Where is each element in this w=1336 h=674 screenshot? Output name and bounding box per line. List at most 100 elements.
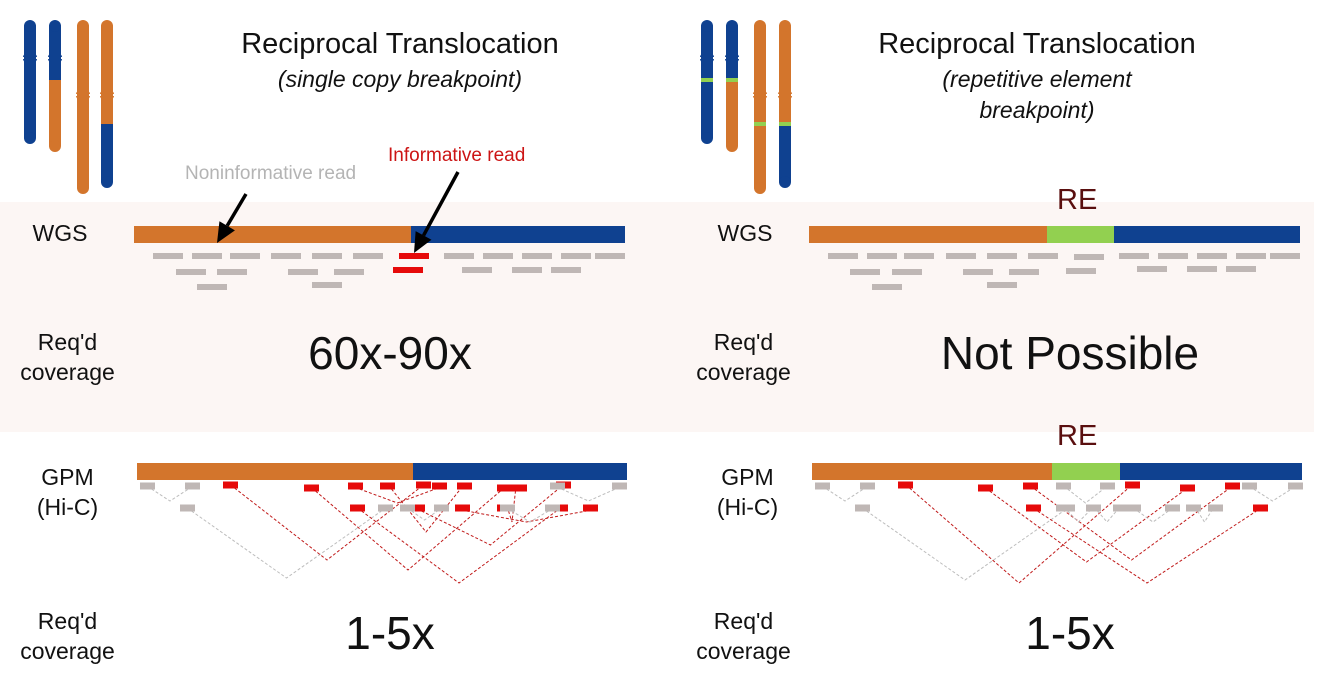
centromere bbox=[23, 54, 37, 62]
hic-read bbox=[1165, 504, 1180, 512]
read bbox=[872, 284, 902, 290]
panel-right-gpm-label: GPM (Hi-C) bbox=[690, 462, 805, 522]
genome-bar-segment bbox=[812, 463, 1052, 480]
read bbox=[561, 253, 591, 259]
chromosome-segment bbox=[726, 80, 738, 146]
centromere-notch bbox=[47, 57, 49, 59]
informative-contact-link bbox=[315, 490, 501, 571]
gpm-label-line-2: (Hi-C) bbox=[36, 494, 99, 520]
read bbox=[462, 267, 492, 273]
genome-bar-segment bbox=[411, 226, 625, 243]
chromosome-telomere bbox=[701, 20, 713, 32]
panel-left-title: Reciprocal Translocation bbox=[241, 28, 559, 60]
chromosome-segment bbox=[77, 26, 89, 188]
read bbox=[312, 282, 342, 288]
chromosome-telomere bbox=[77, 182, 89, 194]
contact-link bbox=[561, 488, 616, 502]
informative-hic-read bbox=[350, 504, 365, 512]
contact-link bbox=[1253, 488, 1292, 502]
informative-hic-read bbox=[432, 482, 447, 490]
subtitle-line-1: (repetitive element bbox=[942, 66, 1132, 92]
read bbox=[1066, 268, 1096, 274]
chromosome bbox=[699, 20, 715, 144]
informative-hic-read bbox=[497, 484, 512, 492]
read bbox=[551, 267, 581, 273]
hic-read bbox=[185, 482, 200, 490]
hic-read bbox=[815, 482, 830, 490]
centromere-notch bbox=[89, 94, 91, 96]
informative-contact-link bbox=[508, 490, 516, 523]
read bbox=[512, 267, 542, 273]
chromosome-segment bbox=[24, 26, 36, 138]
read bbox=[1197, 253, 1227, 259]
gpm-label-line-1: GPM bbox=[721, 464, 774, 490]
centromere bbox=[778, 91, 792, 99]
centromere-notch bbox=[752, 94, 754, 96]
noninformative-read-label: Noninformative read bbox=[185, 163, 357, 184]
genome-bar-segment bbox=[1120, 463, 1302, 480]
informative-contact-link bbox=[1034, 488, 1229, 561]
informative-contact-link bbox=[361, 510, 557, 584]
panel-right-subtitle: (repetitive element breakpoint) bbox=[827, 64, 1247, 126]
read bbox=[850, 269, 880, 275]
gpm-genome-bar-left bbox=[137, 463, 627, 480]
chromosome-telomere bbox=[49, 140, 61, 152]
informative-hic-read bbox=[416, 481, 431, 489]
chromosome-telomere bbox=[77, 20, 89, 32]
annotation-arrows bbox=[217, 171, 460, 253]
re-band bbox=[754, 122, 766, 126]
hic-read bbox=[545, 504, 560, 512]
re-band bbox=[779, 122, 791, 126]
read bbox=[1119, 253, 1149, 259]
gpm-genome-bar-right bbox=[812, 463, 1302, 480]
coverage-label-line-2: coverage bbox=[20, 359, 115, 385]
centromere-notch bbox=[738, 57, 740, 59]
contact-link bbox=[1197, 510, 1212, 523]
wgs-genome-bar-right bbox=[809, 226, 1300, 243]
informative-contact-link bbox=[421, 487, 560, 546]
hic-read bbox=[434, 504, 449, 512]
read bbox=[595, 253, 625, 259]
gpm-label-line-2: (Hi-C) bbox=[716, 494, 779, 520]
informative-contact-link bbox=[1037, 510, 1257, 584]
panel-left-wgs-label: WGS bbox=[32, 220, 88, 246]
hic-links bbox=[151, 487, 1292, 584]
subtitle-line-2: breakpoint) bbox=[979, 97, 1095, 123]
informative-hic-read bbox=[583, 504, 598, 512]
informative-hic-read bbox=[455, 504, 470, 512]
gpm-label-line-1: GPM bbox=[41, 464, 94, 490]
contact-link bbox=[191, 510, 382, 579]
arrow-shaft bbox=[422, 171, 460, 237]
hic-read bbox=[378, 504, 393, 512]
informative-hic-read bbox=[1026, 504, 1041, 512]
read bbox=[946, 253, 976, 259]
informative-hic-read bbox=[380, 482, 395, 490]
informative-hic-read bbox=[1180, 484, 1195, 492]
read bbox=[1226, 266, 1256, 272]
genome-bars bbox=[134, 226, 1302, 480]
informative-hic-read bbox=[1225, 482, 1240, 490]
read bbox=[892, 269, 922, 275]
read bbox=[176, 269, 206, 275]
read bbox=[987, 282, 1017, 288]
coverage-label-line-1: Req'd bbox=[713, 608, 774, 634]
coverage-label-line-2: coverage bbox=[696, 359, 791, 385]
informative-hic-read bbox=[512, 484, 527, 492]
read bbox=[1270, 253, 1300, 259]
hic-read bbox=[1113, 504, 1128, 512]
centromere bbox=[76, 91, 90, 99]
genome-bar-segment bbox=[413, 463, 627, 480]
chromosome-telomere bbox=[101, 176, 113, 188]
chromosome-telomere bbox=[49, 20, 61, 32]
read bbox=[1009, 269, 1039, 275]
read bbox=[1028, 253, 1058, 259]
arrow-head bbox=[414, 231, 432, 253]
panel-left-subtitle: (single copy breakpoint) bbox=[277, 66, 523, 92]
chromosome-telomere bbox=[754, 20, 766, 32]
read bbox=[1158, 253, 1188, 259]
centromere-notch bbox=[36, 57, 38, 59]
re-band bbox=[726, 78, 738, 82]
hic-read bbox=[550, 482, 565, 490]
panel-right-title: Reciprocal Translocation bbox=[878, 28, 1196, 60]
